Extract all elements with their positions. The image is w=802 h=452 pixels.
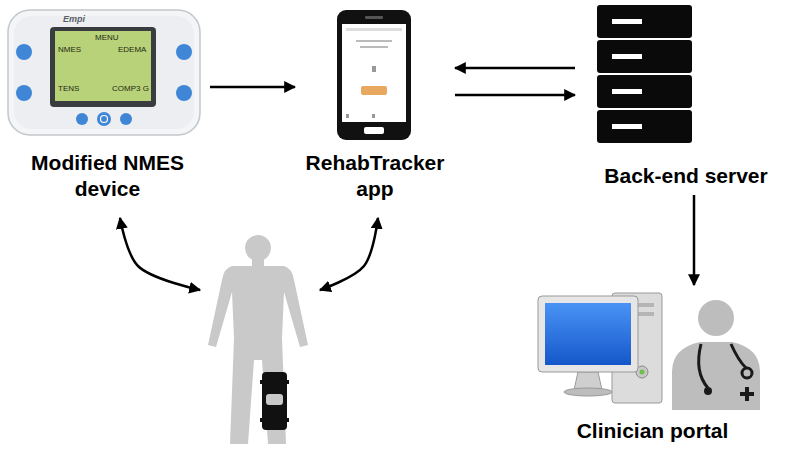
connector-arrow <box>693 195 696 285</box>
server-node: Back-end server <box>575 5 797 195</box>
screen-label: MENU <box>95 34 119 42</box>
patient-figure <box>208 235 308 444</box>
doctor-illustration <box>672 300 760 410</box>
connector-arrow <box>455 67 575 70</box>
nmes-device-illustration <box>8 10 200 135</box>
connector-arrow <box>210 86 295 89</box>
phone-illustration <box>337 10 411 140</box>
screen-label: COMP3 G <box>112 85 149 93</box>
node-label: RehabTracker app <box>295 150 455 202</box>
node-label: Clinician portal <box>530 418 775 444</box>
screen-label: NMES <box>58 46 81 54</box>
app-node: RehabTracker app <box>295 8 455 218</box>
node-label: Modified NMES device <box>5 150 210 202</box>
clinician-node: Clinician portal <box>530 285 775 447</box>
server-illustration <box>597 5 692 143</box>
connector-arrow <box>120 218 200 290</box>
screen-label: EDEMA <box>118 46 146 54</box>
connector-arrow <box>455 94 575 97</box>
node-label: Back-end server <box>575 163 797 189</box>
screen-label: TENS <box>58 85 79 93</box>
connector-arrow <box>320 218 378 290</box>
computer-illustration <box>538 293 662 403</box>
brand-label: Empi <box>63 15 85 24</box>
patient-node <box>200 236 320 448</box>
